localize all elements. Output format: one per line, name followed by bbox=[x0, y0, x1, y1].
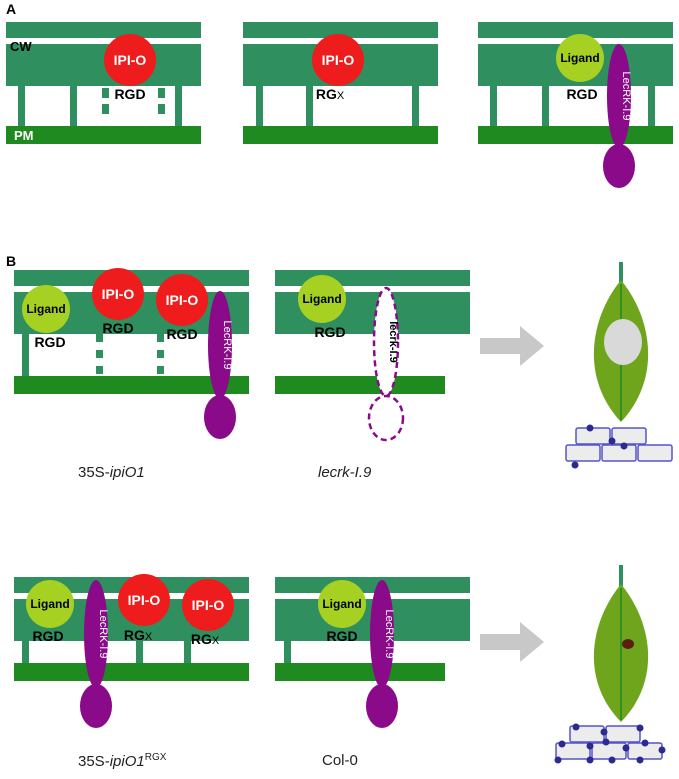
rgx-label: RGX bbox=[316, 86, 345, 102]
lecrk-kinase-domain bbox=[80, 684, 112, 728]
lecrk-label: LecRK-I.9 bbox=[383, 610, 395, 659]
ipio-effector bbox=[182, 579, 234, 631]
ipio-effector bbox=[312, 34, 364, 86]
mutant-receptor-label: lecrk-I.9 bbox=[387, 321, 399, 363]
lecrk-label: LecRK-I.9 bbox=[221, 321, 233, 370]
lecrk-kinase-domain bbox=[366, 684, 398, 728]
lesion-small bbox=[622, 639, 634, 649]
ipio-effector bbox=[104, 34, 156, 86]
panel-b-cell-2: Ligand RGD lecrk-I.9 bbox=[275, 270, 470, 442]
lecrk-label: LecRK-I.9 bbox=[620, 72, 632, 121]
leaf-small-lesion bbox=[593, 565, 649, 722]
rgx-label: RGX bbox=[191, 631, 220, 647]
rgd-label: RGD bbox=[102, 320, 133, 336]
rgd-label: RGD bbox=[326, 628, 357, 644]
ipio-effector bbox=[92, 268, 144, 320]
hyphae-cells-2 bbox=[555, 725, 663, 760]
ligand-label: Ligand bbox=[302, 292, 341, 306]
ipio-label: IPI-O bbox=[192, 597, 225, 613]
panel-b-cell-1: Ligand RGD IPI-O RGD IPI-O RGD LecRK-I.9 bbox=[14, 268, 249, 439]
cw-label: CW bbox=[10, 39, 32, 54]
lecrk-receptor bbox=[208, 291, 232, 399]
ligand bbox=[318, 580, 366, 628]
hyphae-cells-1 bbox=[565, 427, 673, 462]
lecrk-kinase-domain bbox=[603, 144, 635, 188]
arrow-icon bbox=[480, 622, 544, 662]
rgd-label: RGD bbox=[314, 324, 345, 340]
lecrk-kinase-domain bbox=[204, 395, 236, 439]
panel-b-cell-4: Ligand RGD LecRK-I.9 bbox=[275, 577, 470, 728]
caption-35s-ipio1: 35S-ipiO1 bbox=[78, 464, 145, 481]
lecrk-receptor bbox=[607, 44, 631, 148]
ligand-label: Ligand bbox=[30, 597, 69, 611]
caption-35s-ipio1-rgx: 35S-ipiO1RGX bbox=[78, 752, 167, 770]
caption-col-0: Col-0 bbox=[322, 752, 358, 769]
lesion-large bbox=[604, 319, 642, 365]
rgx-label: RGX bbox=[124, 627, 153, 643]
rgd-label: RGD bbox=[114, 86, 145, 102]
ipio-label: IPI-O bbox=[322, 52, 355, 68]
rgd-label: RGD bbox=[34, 334, 65, 350]
ligand-label: Ligand bbox=[322, 597, 361, 611]
spores-1 bbox=[571, 424, 628, 469]
panel-a-cell-2: IPI-O RGX bbox=[243, 22, 438, 144]
spores-2 bbox=[554, 723, 666, 764]
ipio-label: IPI-O bbox=[166, 292, 199, 308]
ligand bbox=[556, 34, 604, 82]
ligand bbox=[26, 580, 74, 628]
rgd-label: RGD bbox=[166, 326, 197, 342]
panel-b-cell-3: Ligand RGD IPI-O RGX IPI-O RGX LecRK-I.9 bbox=[14, 574, 249, 728]
mutant-receptor-outline bbox=[372, 286, 400, 398]
panel-b-label: B bbox=[6, 253, 16, 269]
ipio-label: IPI-O bbox=[128, 592, 161, 608]
rgd-label: RGD bbox=[32, 628, 63, 644]
panel-a-label: A bbox=[6, 1, 16, 17]
ligand bbox=[298, 275, 346, 323]
ipio-effector bbox=[156, 274, 208, 326]
arrow-icon bbox=[480, 326, 544, 366]
lecrk-receptor bbox=[84, 580, 108, 688]
lecrk-receptor bbox=[370, 580, 394, 688]
rgd-label: RGD bbox=[566, 86, 597, 102]
ligand-label: Ligand bbox=[26, 302, 65, 316]
lecrk-label: LecRK-I.9 bbox=[97, 610, 109, 659]
ligand-label: Ligand bbox=[560, 51, 599, 65]
ipio-label: IPI-O bbox=[102, 286, 135, 302]
ligand bbox=[22, 285, 70, 333]
ipio-effector bbox=[118, 574, 170, 626]
leaf-large-lesion bbox=[593, 262, 649, 422]
caption-lecrk-mutant: lecrk-I.9 bbox=[318, 464, 372, 481]
ipio-label: IPI-O bbox=[114, 52, 147, 68]
pm-label: PM bbox=[14, 128, 34, 143]
mutant-kinase-outline bbox=[367, 394, 405, 442]
panel-a-cell-1: CW PM IPI-O RGD bbox=[6, 22, 201, 144]
panel-a-cell-3: Ligand RGD LecRK-I.9 bbox=[478, 22, 673, 188]
